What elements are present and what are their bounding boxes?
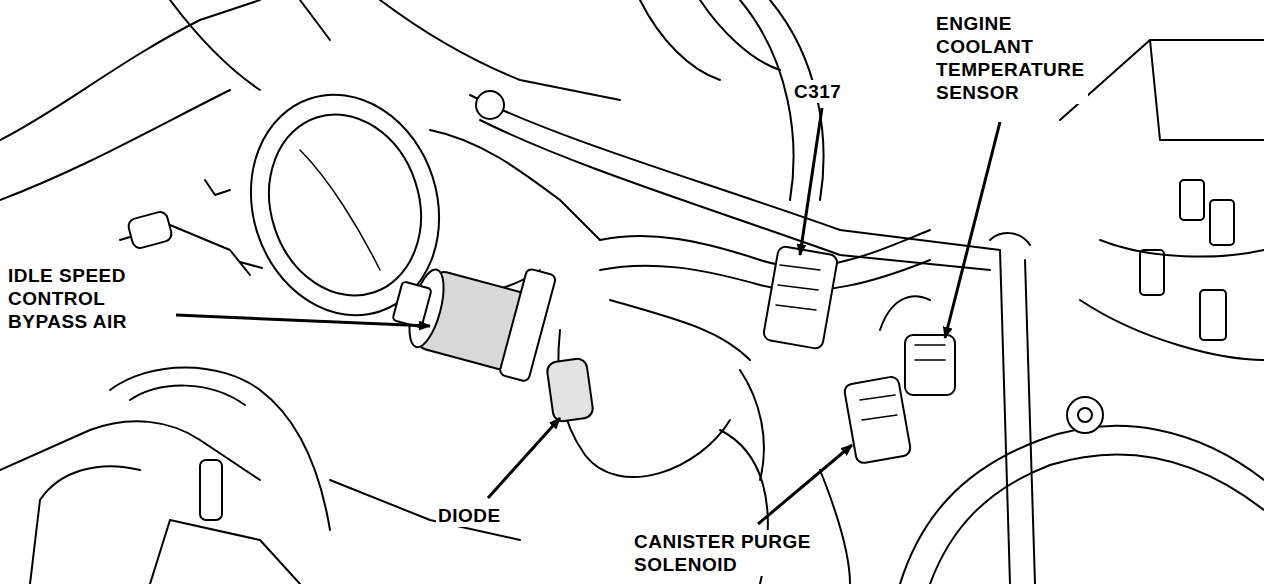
part-label: ENGINE COOLANT TEMPERATURE SENSOR: [934, 12, 1088, 104]
leader-line: [488, 418, 560, 498]
part-label: C317: [792, 80, 843, 103]
leader-arrows: [176, 108, 1000, 524]
part-label: CANISTER PURGE SOLENOID: [632, 530, 826, 576]
leader-line: [945, 122, 1000, 338]
part-label: DIODE: [436, 504, 503, 527]
part-label: IDLE SPEED CONTROL BYPASS AIR: [6, 264, 138, 333]
leader-line: [758, 445, 852, 524]
leader-line: [800, 108, 822, 255]
leader-line: [176, 315, 430, 326]
